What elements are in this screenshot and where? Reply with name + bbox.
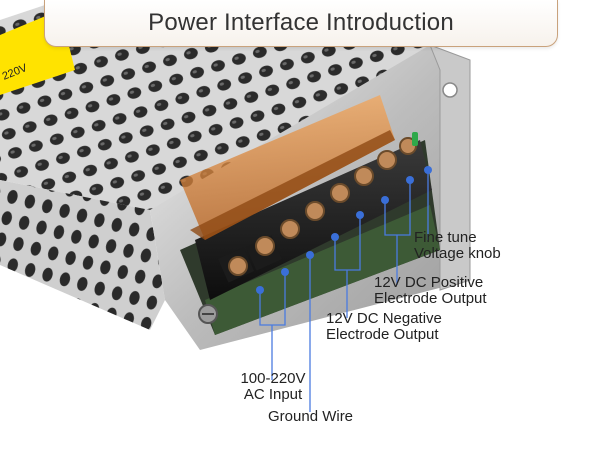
callout-positive-line2: Electrode Output <box>374 290 487 307</box>
callout-ac-input: 100-220V AC Input <box>238 371 308 403</box>
callout-fine-tune: Fine tune Voltage knob <box>414 230 501 262</box>
callout-ground-wire: Ground Wire <box>268 409 353 425</box>
callout-lines <box>259 170 429 412</box>
callout-dots <box>256 166 432 294</box>
callout-ac-line1: 100-220V <box>240 370 306 387</box>
callout-negative-line1: 12V DC Negative <box>326 310 442 327</box>
callout-negative-output: 12V DC Negative Electrode Output <box>326 311 442 343</box>
terminal-cover <box>180 95 395 240</box>
callout-negative-line2: Electrode Output <box>326 326 439 343</box>
top-lid <box>0 0 430 210</box>
callout-ac-line2: AC Input <box>243 386 303 403</box>
side-wall <box>0 180 165 330</box>
callout-positive-output: 12V DC Positive Electrode Output <box>374 275 487 307</box>
callout-positive-line1: 12V DC Positive <box>374 274 484 291</box>
status-led <box>412 132 418 146</box>
title-banner: Power Interface Introduction <box>44 0 558 47</box>
callout-ground-line1: Ground Wire <box>268 408 354 425</box>
callout-fine-tune-line1: Fine tune <box>414 229 477 246</box>
callout-fine-tune-line2: Voltage knob <box>414 245 501 262</box>
page-title: Power Interface Introduction <box>148 9 454 36</box>
